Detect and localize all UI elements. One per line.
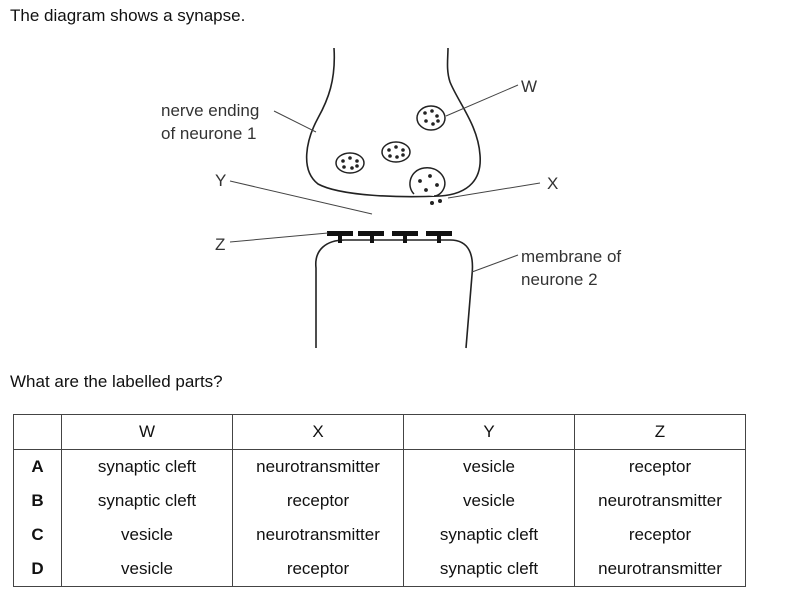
label-nerve-ending-1: nerve ending <box>161 101 259 120</box>
header-cell: Z <box>574 414 746 450</box>
leader-Z <box>229 232 329 243</box>
label-X: X <box>547 174 558 193</box>
label-membrane-1: membrane of <box>521 247 621 266</box>
synapse-diagram: nerve ending of neurone 1 W X Y Z membra… <box>161 47 621 349</box>
table-row: A synaptic cleft neurotransmitter vesicl… <box>13 449 746 484</box>
option-letter: D <box>13 552 62 587</box>
cell-X: neurotransmitter <box>232 518 404 552</box>
label-Y: Y <box>215 171 226 190</box>
intro-text: The diagram shows a synapse. <box>10 6 246 25</box>
leader-nerve-ending <box>273 110 317 133</box>
cell-Y: vesicle <box>403 484 575 518</box>
table-row: B synaptic cleft receptor vesicle neurot… <box>13 484 746 518</box>
header-cell: X <box>232 414 404 450</box>
cell-Z: receptor <box>574 518 746 552</box>
cell-Y: synaptic cleft <box>403 518 575 552</box>
label-membrane-2: neurone 2 <box>521 270 598 289</box>
header-cell: W <box>61 414 233 450</box>
option-letter: C <box>13 518 62 552</box>
cell-W: vesicle <box>61 552 233 587</box>
cell-X: receptor <box>232 552 404 587</box>
option-letter: B <box>13 484 62 518</box>
vesicle <box>381 141 411 163</box>
header-cell: Y <box>403 414 575 450</box>
cell-Z: neurotransmitter <box>574 484 746 518</box>
table-row: D vesicle receptor synaptic cleft neurot… <box>13 552 746 587</box>
leader-X <box>447 182 541 199</box>
leader-Y <box>229 180 373 215</box>
cell-X: neurotransmitter <box>232 449 404 484</box>
nerve-ending-outline <box>305 47 481 198</box>
fusing-vesicle <box>409 167 446 197</box>
vesicle <box>335 152 365 174</box>
cell-Y: vesicle <box>403 449 575 484</box>
table-header-row: W X Y Z <box>13 414 746 450</box>
question-text: What are the labelled parts? <box>10 372 223 391</box>
label-W: W <box>521 77 537 96</box>
cell-X: receptor <box>232 484 404 518</box>
leader-W <box>445 84 519 117</box>
table-row: C vesicle neurotransmitter synaptic clef… <box>13 518 746 552</box>
cell-W: vesicle <box>61 518 233 552</box>
header-cell <box>13 414 62 450</box>
label-Z: Z <box>215 235 225 254</box>
leader-membrane <box>471 254 519 273</box>
receptors <box>327 231 452 243</box>
cell-W: synaptic cleft <box>61 484 233 518</box>
cell-Z: receptor <box>574 449 746 484</box>
option-letter: A <box>13 449 62 484</box>
cell-W: synaptic cleft <box>61 449 233 484</box>
cell-Z: neurotransmitter <box>574 552 746 587</box>
answer-table: W X Y Z A synaptic cleft neurotransmitte… <box>13 414 746 587</box>
label-nerve-ending-2: of neurone 1 <box>161 124 256 143</box>
neurone2-outline <box>315 239 474 349</box>
cell-Y: synaptic cleft <box>403 552 575 587</box>
